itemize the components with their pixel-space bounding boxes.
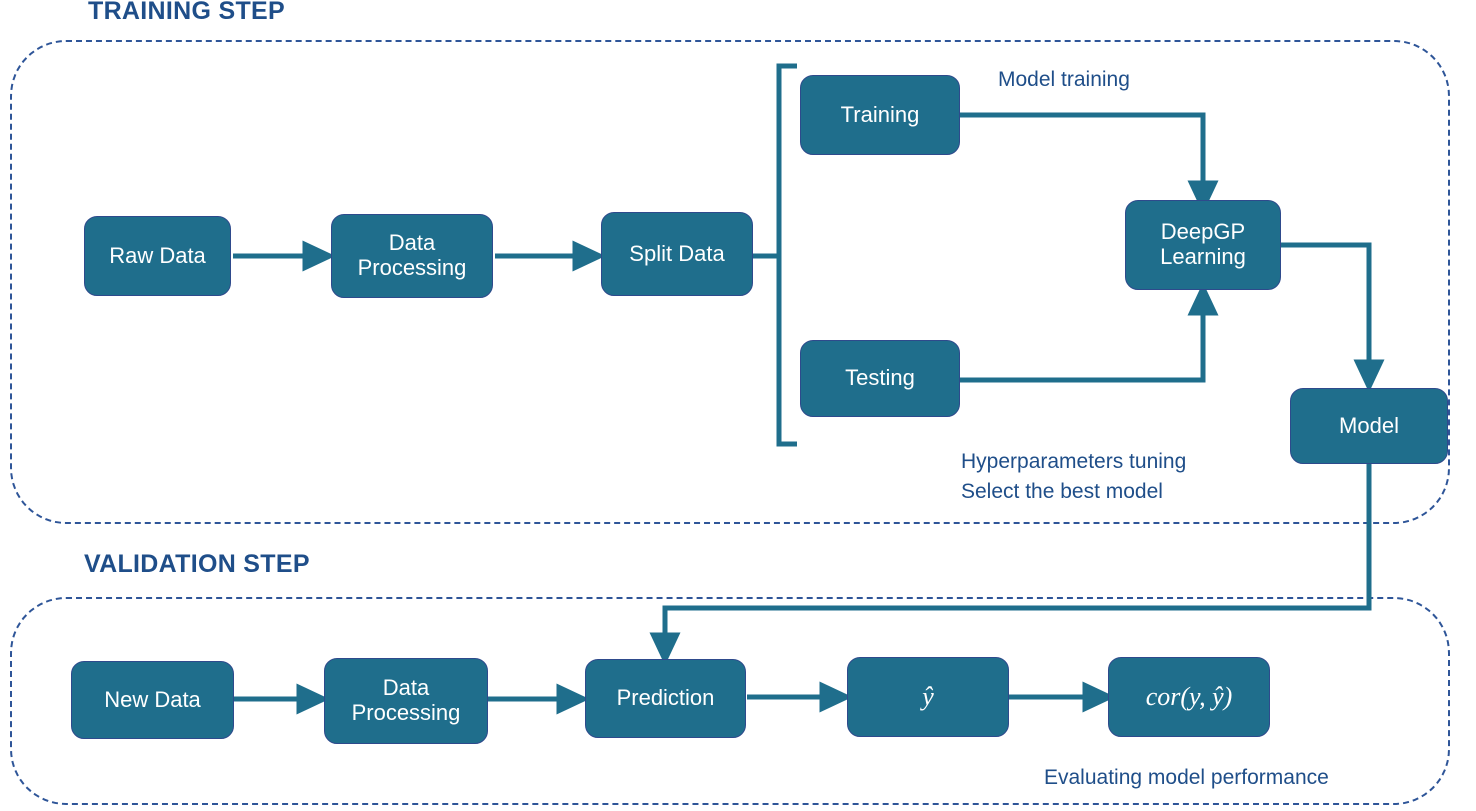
node-correlation[interactable]: cor(y, ŷ) [1108,657,1270,737]
node-new-data[interactable]: New Data [71,661,234,739]
node-data-processing-training[interactable]: Data Processing [331,214,493,298]
node-split-data[interactable]: Split Data [601,212,753,296]
node-deepgp-learning[interactable]: DeepGP Learning [1125,200,1281,290]
label-hyperparameters-tuning: Hyperparameters tuning Select the best m… [961,450,1187,504]
node-model[interactable]: Model [1290,388,1448,464]
node-raw-data[interactable]: Raw Data [84,216,231,296]
label-model-training: Model training [998,68,1130,91]
node-testing[interactable]: Testing [800,340,960,417]
node-y-hat[interactable]: ŷ [847,657,1009,737]
node-data-processing-validation[interactable]: Data Processing [324,658,488,744]
node-training[interactable]: Training [800,75,960,155]
label-evaluating-model-performance: Evaluating model performance [1044,766,1329,789]
training-step-heading: TRAINING STEP [88,0,285,25]
node-prediction[interactable]: Prediction [585,659,746,738]
validation-step-heading: VALIDATION STEP [84,550,310,578]
